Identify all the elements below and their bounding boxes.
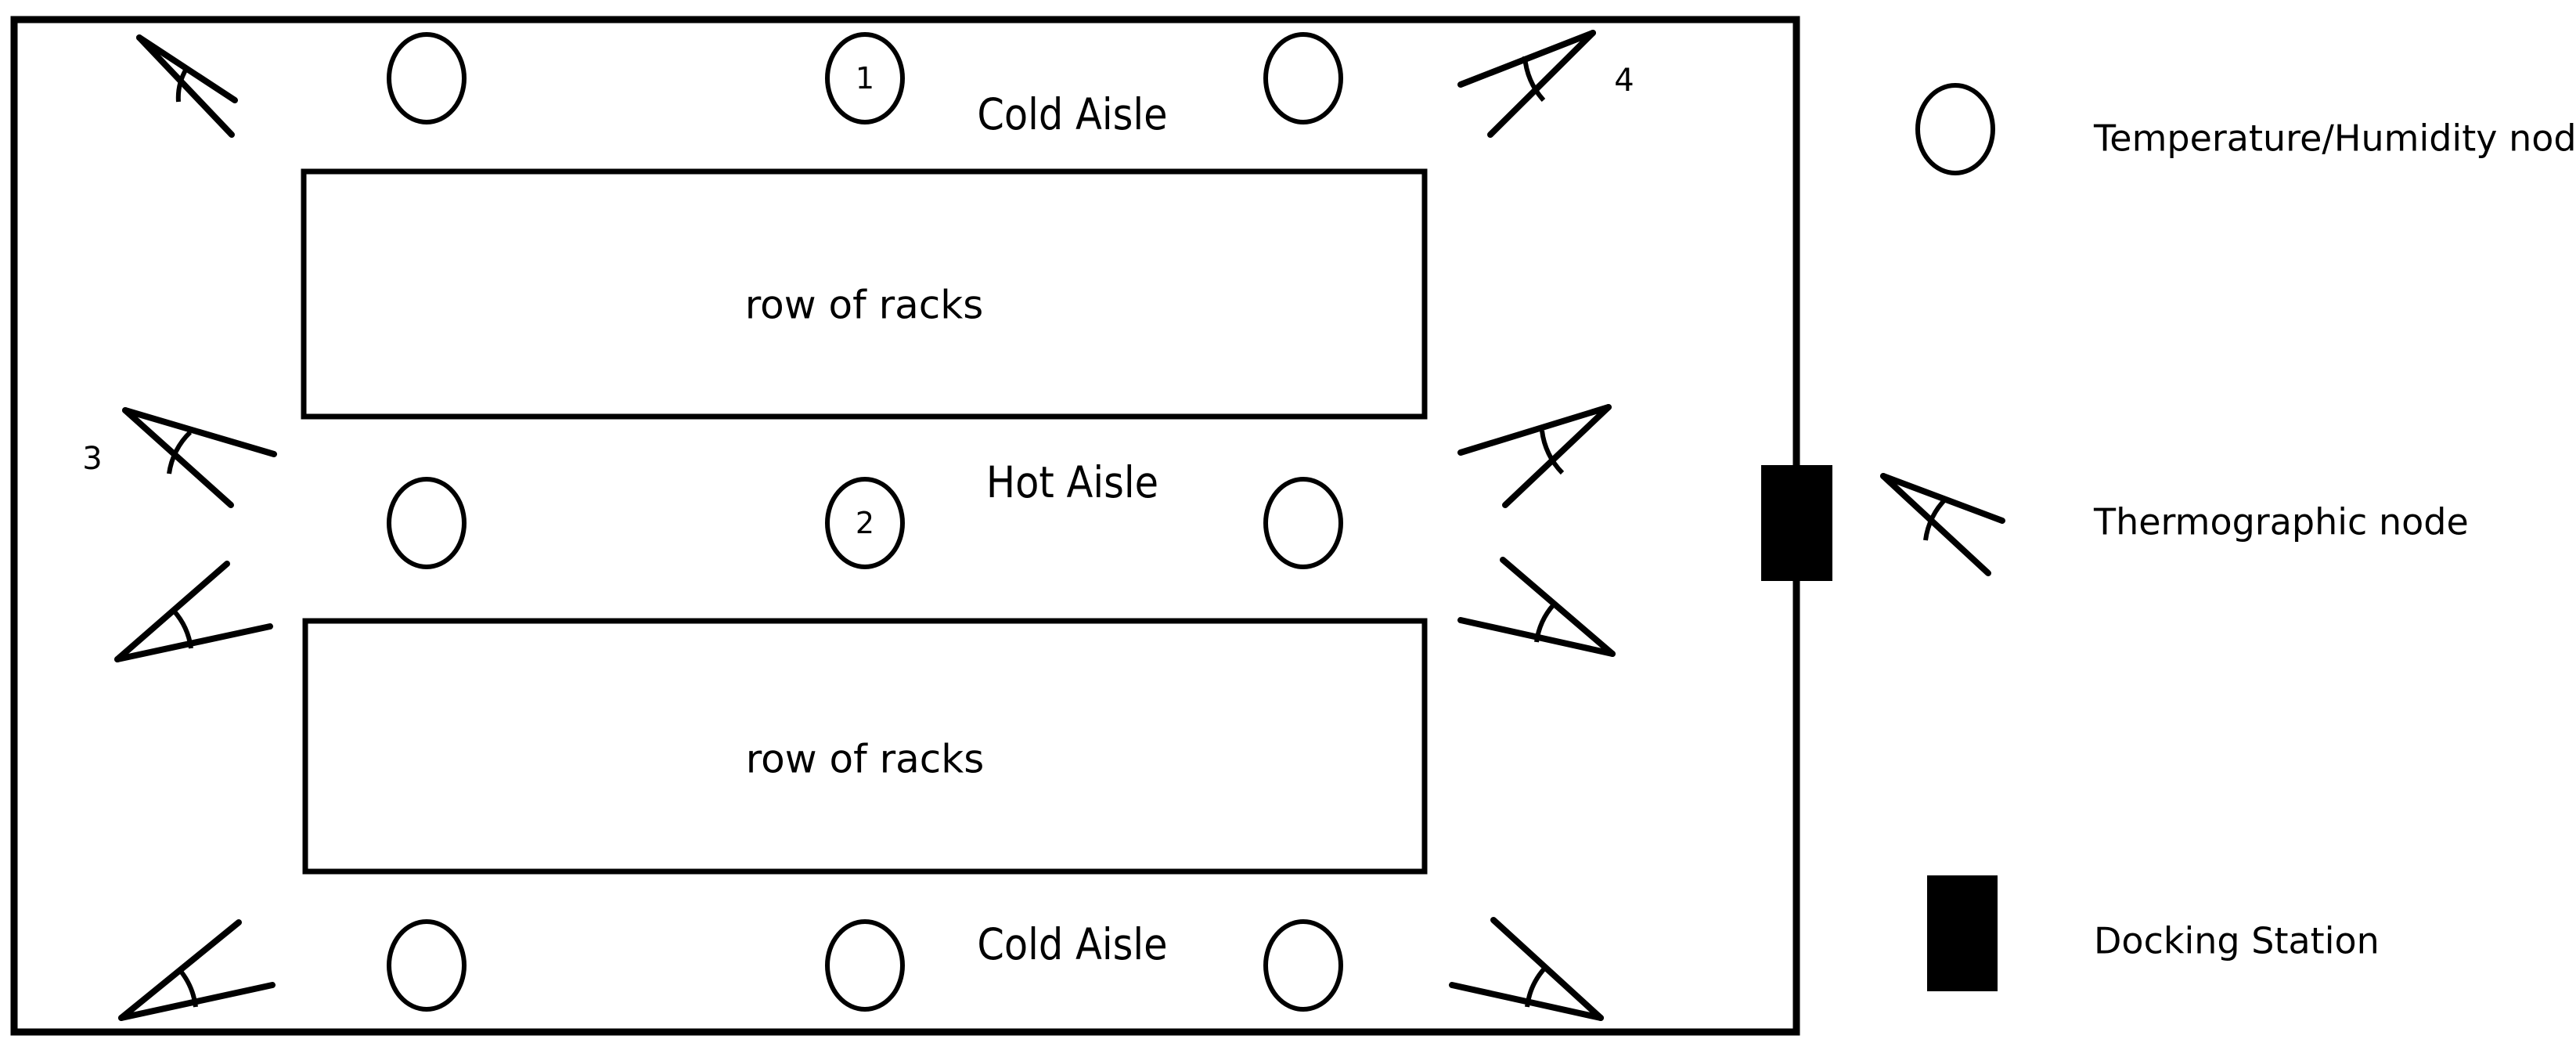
temperature-humidity-node-icon	[1915, 83, 1995, 175]
temperature-humidity-node-icon[interactable]	[1263, 919, 1343, 1012]
rack-row-bottom	[302, 618, 1428, 875]
rack-row-top-label: row of racks	[745, 283, 984, 328]
node-number-label: 2	[856, 506, 874, 540]
docking-station-icon[interactable]	[1761, 465, 1832, 581]
thermographic-nodes: 4 3	[82, 30, 1634, 1021]
rack-rows: row of racks row of racks	[301, 168, 1428, 875]
legend-label-thermographic: Thermographic node	[2093, 501, 2469, 543]
temperature-humidity-node-icon[interactable]	[825, 919, 905, 1012]
thermographic-node-icon[interactable]	[1457, 557, 1616, 657]
legend-item-temperature-humidity: Temperature/Humidity node	[1915, 83, 2576, 175]
temperature-humidity-node-icon[interactable]	[825, 477, 905, 569]
docking-station-icon	[1927, 875, 1998, 991]
thermographic-node-icon[interactable]	[1449, 917, 1604, 1021]
aisle-label-cold-bottom: Cold Aisle	[977, 919, 1167, 969]
temperature-humidity-nodes: 1 2	[387, 32, 1343, 1012]
node-number-label: 1	[856, 61, 874, 96]
aisle-label-cold-top: Cold Aisle	[977, 89, 1167, 139]
legend-item-docking-station: Docking Station	[1927, 875, 2380, 991]
legend-item-thermographic: Thermographic node	[1880, 473, 2469, 576]
thermographic-node-index-3: 3	[82, 441, 102, 477]
temperature-humidity-node-icon[interactable]	[387, 32, 467, 124]
temperature-humidity-node-icon[interactable]	[1263, 32, 1343, 124]
legend-label-docking-station: Docking Station	[2094, 920, 2380, 962]
thermographic-node-icon[interactable]	[1457, 30, 1596, 138]
thermographic-node-index-4: 4	[1614, 63, 1634, 99]
thermographic-node-icon[interactable]	[136, 34, 238, 138]
thermographic-node-icon[interactable]	[122, 407, 277, 508]
rack-row-top	[301, 168, 1428, 420]
temperature-humidity-node-icon[interactable]	[1263, 477, 1343, 569]
thermographic-node-icon	[1880, 473, 2005, 576]
legend: Temperature/Humidity node Thermographic …	[1880, 83, 2576, 991]
legend-label-temperature-humidity: Temperature/Humidity node	[2093, 117, 2576, 160]
aisle-label-hot-middle: Hot Aisle	[986, 457, 1158, 507]
thermographic-node-icon[interactable]	[118, 919, 276, 1021]
temperature-humidity-node-icon[interactable]	[825, 32, 905, 124]
thermographic-node-icon[interactable]	[114, 561, 273, 662]
rack-row-bottom-label: row of racks	[746, 737, 985, 782]
thermographic-node-icon[interactable]	[1457, 404, 1612, 508]
aisle-labels: Cold Aisle Hot Aisle Cold Aisle	[977, 89, 1167, 969]
temperature-humidity-node-icon[interactable]	[387, 477, 467, 569]
temperature-humidity-node-icon[interactable]	[387, 919, 467, 1012]
